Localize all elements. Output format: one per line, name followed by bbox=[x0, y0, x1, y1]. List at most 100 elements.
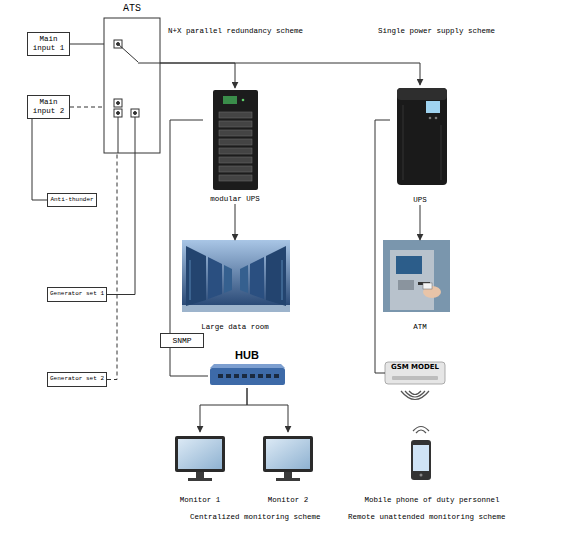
power-connector bbox=[235, 204, 236, 240]
hub-device bbox=[226, 374, 231, 378]
modular-ups-cabinet bbox=[219, 148, 252, 154]
device-caption: ATM bbox=[413, 323, 427, 332]
ups-tower bbox=[429, 117, 432, 120]
mobile-phone bbox=[411, 440, 431, 480]
ats-switch bbox=[114, 99, 122, 107]
device-caption: UPS bbox=[413, 196, 427, 205]
protocol-box: SNMP bbox=[160, 333, 204, 348]
device-caption: Monitor 2 bbox=[268, 496, 309, 505]
load-node: Large data room bbox=[180, 240, 290, 332]
atm-photo bbox=[383, 240, 450, 312]
box-label: Generator set 2 bbox=[50, 376, 104, 383]
hub-device bbox=[250, 374, 255, 378]
ups-tower bbox=[397, 88, 447, 185]
atm-photo bbox=[398, 280, 414, 290]
hub-device bbox=[258, 374, 263, 378]
ats-switch bbox=[117, 112, 120, 115]
ats-switch bbox=[138, 63, 160, 64]
power-connector bbox=[107, 153, 135, 295]
scheme-label: Single power supply scheme bbox=[378, 27, 495, 35]
modular-ups-cabinet bbox=[219, 175, 252, 181]
modular-ups-cabinet bbox=[219, 157, 252, 163]
ats-switch bbox=[134, 112, 137, 115]
ups-tower bbox=[397, 88, 447, 100]
gsm-modem bbox=[409, 391, 421, 395]
atm-photo bbox=[396, 256, 422, 274]
power-connector bbox=[70, 44, 104, 45]
monitor-screen bbox=[276, 478, 300, 481]
modular-ups-cabinet bbox=[242, 99, 245, 102]
scheme-label: Centralized monitoring scheme bbox=[190, 513, 321, 521]
data-room-photo bbox=[182, 305, 290, 312]
power-connector bbox=[420, 205, 421, 240]
modular-ups-cabinet bbox=[219, 112, 252, 118]
data-room-photo bbox=[182, 240, 290, 312]
hub-device bbox=[234, 374, 239, 378]
data-room-photo bbox=[224, 265, 232, 293]
mobile-phone bbox=[420, 474, 423, 477]
modular-ups-cabinet bbox=[219, 121, 252, 127]
monitor-screen bbox=[178, 439, 222, 469]
modular-ups-cabinet bbox=[219, 130, 252, 136]
monitor-screen bbox=[175, 436, 225, 472]
ats-switch bbox=[135, 117, 136, 153]
ups-tower bbox=[426, 101, 440, 113]
modular-ups-cabinet bbox=[213, 90, 258, 190]
hub-device bbox=[210, 364, 285, 368]
power-connector bbox=[200, 388, 247, 432]
atm-photo bbox=[390, 250, 434, 310]
data-room-photo bbox=[266, 246, 286, 306]
mobile-phone bbox=[413, 445, 429, 471]
ats-switch bbox=[118, 117, 119, 153]
hub-node: HUB bbox=[208, 349, 286, 388]
power-connector bbox=[107, 153, 117, 380]
device-caption: modular UPS bbox=[210, 195, 260, 204]
atm-photo bbox=[383, 240, 450, 312]
hub-device bbox=[274, 374, 279, 378]
power-connector bbox=[170, 348, 208, 376]
data-room-photo bbox=[250, 257, 264, 299]
generator-box: Generator set 2 bbox=[47, 372, 107, 387]
power-connector bbox=[170, 120, 203, 333]
power-connector bbox=[32, 119, 47, 200]
hub-device bbox=[242, 374, 247, 378]
data-room-photo bbox=[208, 257, 222, 299]
monitor-screen bbox=[266, 439, 310, 469]
mobile-phone bbox=[416, 430, 426, 433]
box-label: SNMP bbox=[172, 336, 191, 345]
input-box: Main input 1 bbox=[27, 32, 70, 56]
data-room-photo bbox=[240, 265, 248, 293]
power-connector bbox=[160, 63, 235, 88]
ats-switch bbox=[131, 109, 139, 117]
hub-device bbox=[218, 374, 223, 378]
ats-switch bbox=[117, 102, 120, 105]
modular-ups-cabinet bbox=[219, 139, 252, 145]
ats-heading: ATS bbox=[123, 3, 141, 15]
modular-ups-cabinet bbox=[219, 166, 252, 172]
ups-node: modular UPS bbox=[203, 88, 267, 204]
modular-ups-cabinet bbox=[213, 90, 258, 190]
scheme-label: N+X parallel redundancy scheme bbox=[168, 27, 303, 35]
ups-tower bbox=[435, 117, 438, 120]
monitor-screen bbox=[196, 472, 204, 478]
box-label: Generator set 1 bbox=[50, 291, 104, 298]
power-connector bbox=[160, 63, 420, 85]
monitor-node: Monitor 1 bbox=[170, 432, 230, 505]
data-room-photo bbox=[190, 260, 191, 300]
data-room-photo bbox=[282, 260, 283, 300]
ats-switch bbox=[104, 18, 160, 153]
monitor-screen bbox=[284, 472, 292, 478]
data-room-photo bbox=[182, 240, 290, 312]
phone-node: Mobile phone of duty personnel bbox=[352, 430, 512, 505]
mobile-phone bbox=[411, 427, 431, 481]
input-label: Main input 1 bbox=[29, 35, 68, 52]
modular-ups-cabinet bbox=[223, 96, 237, 104]
power-connector bbox=[375, 120, 390, 373]
modem-node: GSM MODEL bbox=[385, 360, 445, 386]
monitor-node: Monitor 2 bbox=[258, 432, 318, 505]
gsm-modem bbox=[401, 391, 429, 400]
monitor-screen bbox=[188, 478, 212, 481]
hub-device bbox=[266, 374, 271, 378]
